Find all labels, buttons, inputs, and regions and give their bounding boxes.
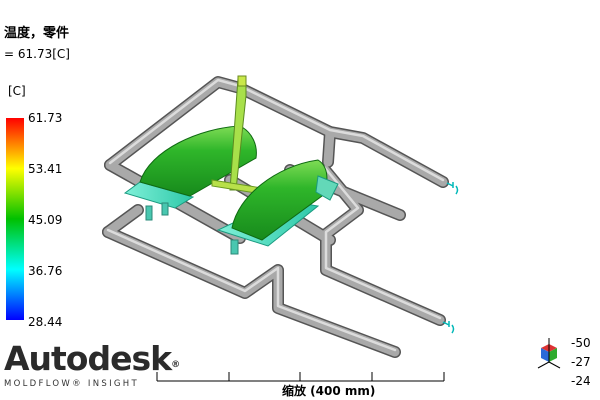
legend-tick-2: 53.41 — [28, 162, 63, 176]
orientation-y: -27 — [571, 355, 591, 369]
result-value: = 61.73[C] — [4, 47, 70, 61]
legend-tick-4: 36.76 — [28, 264, 63, 278]
scale-bar — [156, 372, 445, 382]
logo-subtitle: MOLDFLOW® INSIGHT — [4, 379, 139, 389]
logo-reg-mark: ® — [171, 360, 180, 370]
autodesk-logo: Autodesk® MOLDFLOW® INSIGHT — [4, 339, 180, 390]
scale-label: 缩放 (400 mm) — [282, 384, 376, 398]
legend-tick-min: 28.44 — [28, 315, 63, 329]
orientation-x: -50 — [571, 336, 591, 350]
cooling-channels — [102, 76, 449, 358]
result-prefix: = — [4, 47, 18, 61]
inlet-markers — [442, 182, 459, 334]
color-legend-bar — [6, 118, 24, 320]
part-2 — [216, 159, 339, 255]
logo-name: Autodesk — [4, 339, 172, 378]
runner — [211, 75, 263, 195]
part-1 — [123, 125, 257, 221]
legend-unit: [C] — [8, 84, 26, 98]
result-unit: [C] — [52, 47, 70, 61]
legend-tick-max: 61.73 — [28, 111, 63, 125]
orientation-cube[interactable] — [537, 338, 561, 369]
plot-title: 温度，零件 — [4, 26, 70, 41]
legend-tick-3: 45.09 — [28, 213, 63, 227]
result-number: 61.73 — [17, 47, 53, 61]
orientation-z: -24 — [571, 374, 591, 388]
